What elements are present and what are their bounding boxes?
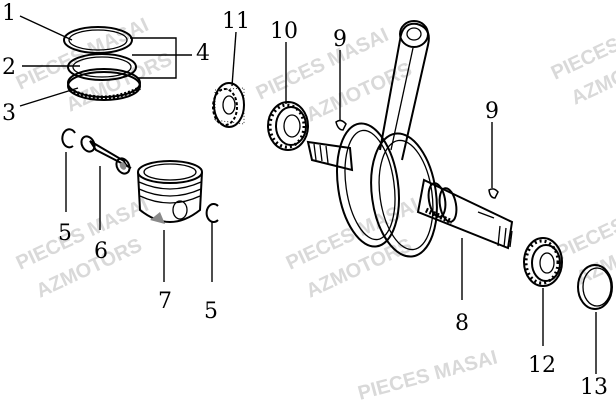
crank-gear: [212, 82, 245, 128]
o-ring: [577, 264, 613, 310]
piston: [137, 160, 203, 224]
crankshaft-assembly: [306, 20, 514, 258]
piston-rings: [63, 26, 141, 101]
callout-1: 1: [2, 1, 16, 26]
woodruff-key-left: [335, 119, 347, 131]
callout-2: 2: [2, 55, 16, 80]
circlip-right: [205, 203, 219, 223]
callout-3: 3: [2, 101, 16, 126]
callout-7: 7: [158, 289, 172, 314]
callout-11: 11: [222, 9, 250, 34]
callout-labels: 1 2 3 4 5 6 7 5 11 10 9 9 8 12 13: [2, 1, 608, 400]
woodruff-key-right: [488, 188, 499, 199]
piston-pin: [80, 135, 132, 175]
callout-4: 4: [196, 41, 210, 66]
callout-6: 6: [94, 239, 108, 264]
bearing-right: [523, 237, 563, 287]
callout-9-right: 9: [485, 99, 499, 124]
callout-8: 8: [455, 311, 469, 336]
callout-5-left: 5: [58, 221, 72, 246]
circlip-left: [61, 128, 76, 149]
callout-9-left: 9: [333, 27, 347, 52]
callout-12: 12: [528, 353, 556, 378]
watermark-group: PIECES MASAI AZMOTORS PIECES MASAI AZMOT…: [13, 4, 616, 405]
top-ring: [63, 26, 133, 54]
bearing-left: [267, 101, 309, 151]
watermark-text: PIECES MASAI: [553, 184, 616, 265]
callout-5-right: 5: [204, 299, 218, 324]
callout-10: 10: [270, 19, 298, 44]
watermark-text: PIECES MASAI: [356, 346, 500, 400]
callout-13: 13: [580, 375, 608, 400]
leader-lines: [19, 15, 597, 374]
second-ring: [67, 53, 137, 81]
